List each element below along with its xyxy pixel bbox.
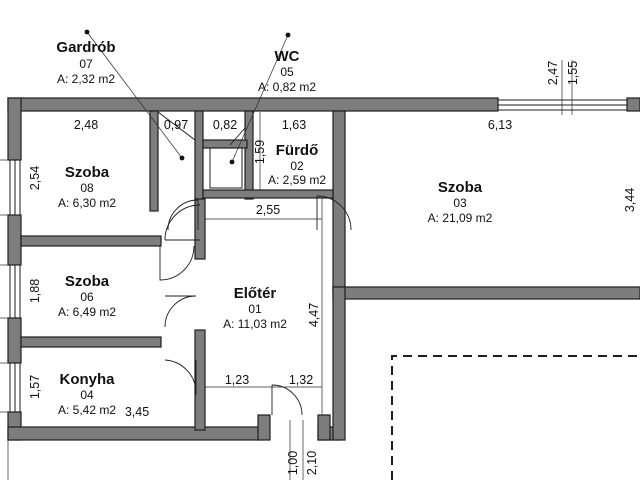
dim-1-23: 1,23: [225, 373, 249, 387]
wall-gardrob-left: [149, 110, 159, 212]
bottom-notch-right: [317, 414, 331, 441]
room-area: A: 6,49 m2: [58, 305, 116, 319]
door-konyha: [164, 359, 197, 395]
door-gardrob: [167, 199, 199, 231]
door-szoba08: [164, 204, 201, 241]
dim-2-48: 2,48: [74, 118, 98, 132]
room-konyha: Konyha 04 A: 5,42 m2: [58, 371, 116, 417]
gardrob-leader-dot-bottom: [179, 155, 185, 161]
wall-szoba06-konyha: [20, 336, 162, 348]
gardrob-leader: [86, 31, 183, 159]
room-area: A: 2,59 m2: [268, 173, 326, 187]
exterior-walls: [7, 97, 640, 441]
door-szoba06-1: [159, 245, 195, 281]
dim-3-44: 3,44: [623, 188, 637, 212]
interior-walls: [20, 110, 334, 431]
room-szoba-03: Szoba 03 A: 21,09 m2: [428, 179, 493, 225]
dim-2-54: 2,54: [28, 166, 42, 190]
room-number: 03: [453, 196, 467, 210]
gardrob-door-line: [157, 111, 196, 141]
left-wall-mid: [7, 214, 22, 266]
room-area: A: 5,42 m2: [58, 403, 116, 417]
dim-1-63: 1,63: [282, 118, 306, 132]
room-number: 07: [79, 57, 93, 71]
room-name: Szoba: [438, 179, 483, 196]
dim-2-55: 2,55: [256, 203, 280, 217]
dim-1-55: 1,55: [566, 61, 580, 85]
dim-3-45: 3,45: [125, 405, 149, 419]
gardrob-leader-dot-top: [84, 29, 90, 35]
top-wall-right-stub: [626, 97, 640, 112]
bottom-wall-left: [7, 426, 261, 441]
wall-wc-right: [244, 110, 254, 200]
door-furdo: [316, 195, 352, 231]
room-number: 04: [80, 388, 94, 402]
dim-4-47: 4,47: [307, 303, 321, 327]
wall-furdo-bottom: [202, 189, 334, 199]
door-szoba06-2: [164, 295, 197, 328]
thin-lines: [0, 60, 627, 480]
stair-dashed-line: [391, 355, 640, 480]
bottom-notch-left: [257, 414, 271, 441]
room-wc: WC 05 A: 0,82 m2: [258, 48, 316, 94]
wall-eloter-left-top: [194, 198, 206, 260]
wall-szoba08-szoba06: [20, 235, 162, 247]
room-szoba-08: Szoba 08 A: 6,30 m2: [58, 164, 116, 210]
dim-1-88: 1,88: [28, 279, 42, 303]
wall-eloter-left-bottom: [194, 329, 206, 431]
room-name: Konyha: [59, 371, 115, 388]
dim-2-47: 2,47: [546, 61, 560, 85]
dim-0-97: 0,97: [164, 118, 188, 132]
room-area: A: 21,09 m2: [428, 211, 493, 225]
leaders: [84, 29, 291, 165]
room-area: A: 11,03 m2: [223, 317, 287, 331]
room-furdo: Fürdő 02 A: 2,59 m2: [268, 142, 326, 187]
dim-2-10: 2,10: [305, 451, 319, 475]
wc-leader: [231, 34, 289, 163]
room-area: A: 0,82 m2: [258, 80, 316, 94]
doors: [159, 127, 352, 416]
top-wall-left: [7, 97, 499, 112]
stair-outline: [391, 355, 640, 480]
dim-1-59: 1,59: [253, 140, 267, 164]
left-wall-upper: [7, 97, 22, 161]
dimension-labels: 2,48 0,97 0,82 1,63 6,13 2,55 1,23 1,32 …: [74, 118, 512, 419]
dim-0-82: 0,82: [213, 118, 237, 132]
room-gardrob: Gardrób 07 A: 2,32 m2: [56, 39, 115, 86]
szoba03-bottom-wall: [332, 286, 640, 300]
room-name: Szoba: [65, 164, 110, 181]
wc-leader-dot-bottom: [229, 159, 235, 165]
room-number: 01: [248, 302, 262, 316]
room-name: Szoba: [65, 273, 110, 290]
room-area: A: 6,30 m2: [58, 196, 116, 210]
room-szoba-06: Szoba 06 A: 6,49 m2: [58, 273, 116, 319]
dim-1-32: 1,32: [289, 373, 313, 387]
dim-1-57: 1,57: [28, 375, 42, 399]
wc-leader-dot-top: [285, 32, 291, 38]
stair-wall: [332, 286, 346, 441]
left-wall-lower: [7, 317, 22, 364]
door-entrance: [271, 384, 303, 416]
room-area: A: 2,32 m2: [57, 72, 115, 86]
wc-fixture: [209, 147, 243, 189]
vertical-dimension-labels: 2,54 1,88 1,57 1,59 4,47 3,44 2,47 1,55 …: [28, 61, 637, 475]
room-name: Fürdő: [276, 142, 319, 159]
room-number: 08: [80, 181, 94, 195]
room-number: 02: [290, 159, 304, 173]
wall-gardrob-right: [194, 110, 204, 200]
room-eloter: Előtér 01 A: 11,03 m2: [223, 285, 287, 331]
room-name: WC: [275, 48, 300, 65]
wc-door-line: [229, 127, 246, 146]
room-name: Előtér: [234, 285, 277, 302]
room-number: 06: [80, 290, 94, 304]
wall-wc-box: [202, 139, 248, 149]
dim-6-13: 6,13: [488, 118, 512, 132]
room-name: Gardrób: [56, 39, 115, 56]
room-number: 05: [280, 65, 294, 79]
dim-1-00: 1,00: [286, 451, 300, 475]
